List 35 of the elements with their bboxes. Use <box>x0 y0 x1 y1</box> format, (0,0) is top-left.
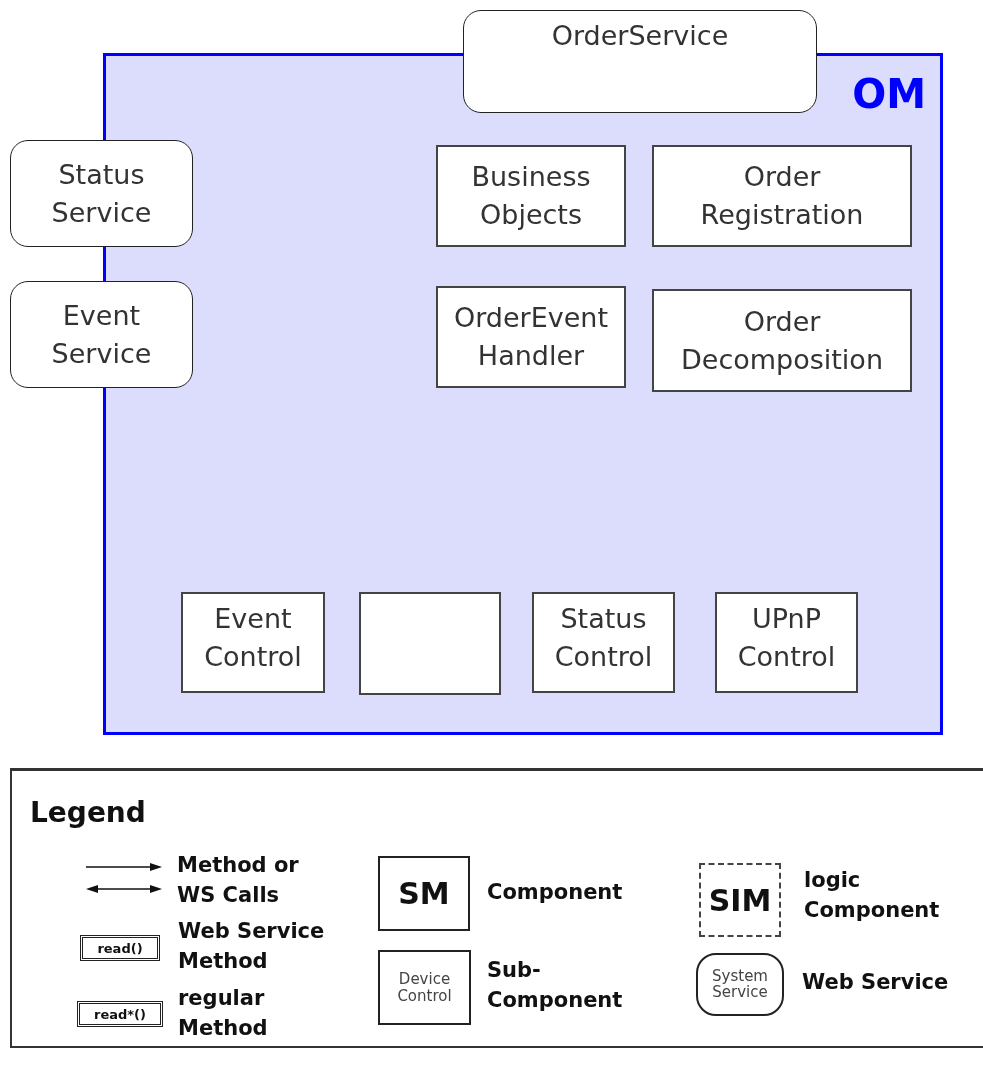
legend-label: Method or WS Calls <box>177 852 300 910</box>
web-service-box <box>463 10 817 113</box>
subcomponent-sample: Device Control <box>378 950 471 1025</box>
legend-label: logic Component <box>804 867 941 925</box>
method-tag: read() <box>80 935 160 961</box>
web-service-sample: System Service <box>696 953 784 1016</box>
component-box <box>436 286 626 388</box>
method-tag: read*() <box>77 1001 163 1027</box>
legend-label: regular Method <box>178 985 269 1043</box>
component-box <box>652 289 912 392</box>
module-title: OM <box>852 74 926 114</box>
component-label: Order Registration <box>699 160 865 232</box>
component-label: Status Control <box>553 602 654 674</box>
component-label: Status Service <box>50 157 153 230</box>
component-label: UPnP Control <box>736 602 837 674</box>
web-service-box <box>10 140 193 247</box>
component-label: Event Service <box>50 298 153 371</box>
logic-component-sample: SIM <box>699 863 781 937</box>
component-label: OrderService <box>551 19 729 53</box>
component-label: Order Decomposition <box>680 304 884 377</box>
component-box <box>532 592 675 693</box>
component-box <box>652 145 912 247</box>
component-sample: SM <box>378 856 470 931</box>
component-box <box>715 592 858 693</box>
component-label: Event Control <box>203 602 303 674</box>
legend-label: Sub-Component <box>487 957 622 1015</box>
component-box <box>436 145 626 247</box>
legend-label: Component <box>487 879 624 906</box>
legend-label: Web Service <box>802 969 950 996</box>
component-label: Business Objects <box>470 160 592 232</box>
component-label: OrderEvent Handler <box>452 301 610 373</box>
web-service-box <box>10 281 193 388</box>
component-box <box>181 592 325 693</box>
legend-heading: Legend <box>30 796 146 829</box>
component-box <box>359 592 501 695</box>
